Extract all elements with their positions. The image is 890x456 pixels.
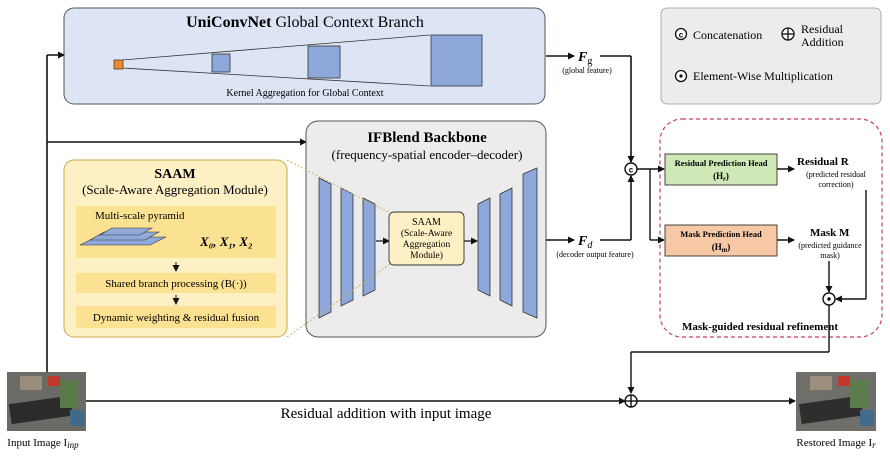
mask-head-label: Mask Prediction Head [680, 229, 762, 239]
kernel-square-1 [113, 59, 124, 70]
fd-label: Fd [577, 234, 593, 251]
mask-output-desc-2: mask) [820, 251, 840, 260]
pyramid-vars: X₀, X₁, X₂ [199, 234, 253, 249]
legend-box [660, 7, 882, 105]
decoder-block-3 [522, 167, 538, 319]
shared-branch-box [76, 273, 276, 293]
elementwise-legend-label: Element-Wise Multiplication [693, 69, 833, 83]
fd-caption: (decoder output feature) [556, 250, 634, 259]
residual-output-title: Residual R [797, 156, 850, 168]
residual-head-label: Residual Prediction Head [675, 158, 768, 168]
mask-output-title: Mask M [810, 227, 850, 239]
input-image [7, 372, 86, 431]
input-image-label: Input Image Iinp [7, 437, 79, 450]
residual-addition-label: Residual addition with input image [281, 406, 492, 422]
residual-legend-label-2: Addition [801, 35, 844, 49]
decoder-block-2 [499, 187, 513, 307]
pyramid-label: Multi-scale pyramid [95, 210, 185, 222]
svg-text:c: c [679, 31, 684, 40]
kernel-square-2 [211, 53, 231, 73]
restored-image-label: Restored Image Ir [796, 437, 876, 450]
residual-head-box [664, 153, 778, 186]
backbone-saam-line-4: Module) [410, 250, 443, 261]
kernel-square-4 [430, 34, 483, 87]
residual-head-symbol: (Hr) [713, 171, 729, 183]
svg-text:c: c [629, 166, 634, 175]
concat-legend-label: Concatenation [693, 28, 762, 42]
encoder-block-1 [318, 177, 332, 319]
mask-output-desc-1: (predicted guidance [798, 241, 862, 250]
refinement-label: Mask-guided residual refinement [682, 321, 838, 333]
global-branch-caption: Kernel Aggregation for Global Context [226, 88, 383, 99]
mask-head-symbol: (Hm) [712, 242, 730, 254]
fusion-box [76, 306, 276, 328]
shared-branch-label: Shared branch processing (B(·)) [105, 278, 247, 290]
backbone-saam-line-3: Aggregation [403, 240, 451, 250]
restored-image [796, 372, 876, 431]
fg-caption: (global feature) [562, 66, 612, 75]
saam-detail-title: SAAM [154, 167, 195, 182]
residual-legend-label-1: Residual [801, 22, 844, 36]
backbone-saam-block [388, 211, 465, 266]
residual-output-desc-2: correction) [818, 180, 853, 189]
encoder-block-3 [362, 197, 376, 297]
fusion-label: Dynamic weighting & residual fusion [93, 312, 260, 324]
encoder-block-2 [340, 187, 354, 307]
fg-label: Fg [577, 50, 592, 67]
residual-output-desc-1: (predicted residual [806, 170, 867, 179]
concat-legend-icon [674, 27, 688, 41]
backbone-saam-line-2: (Scale-Aware [401, 228, 452, 239]
global-branch-title: UniConvNet Global Context Branch [186, 14, 424, 31]
backbone-subtitle: (frequency-spatial encoder–decoder) [332, 147, 523, 162]
kernel-square-3 [307, 45, 341, 79]
backbone-title: IFBlend Backbone [367, 130, 487, 146]
saam-detail-subtitle: (Scale-Aware Aggregation Module) [82, 182, 268, 197]
backbone-saam-line-1: SAAM [412, 217, 441, 228]
mask-head-box [664, 224, 778, 257]
decoder-block-1 [477, 197, 491, 297]
